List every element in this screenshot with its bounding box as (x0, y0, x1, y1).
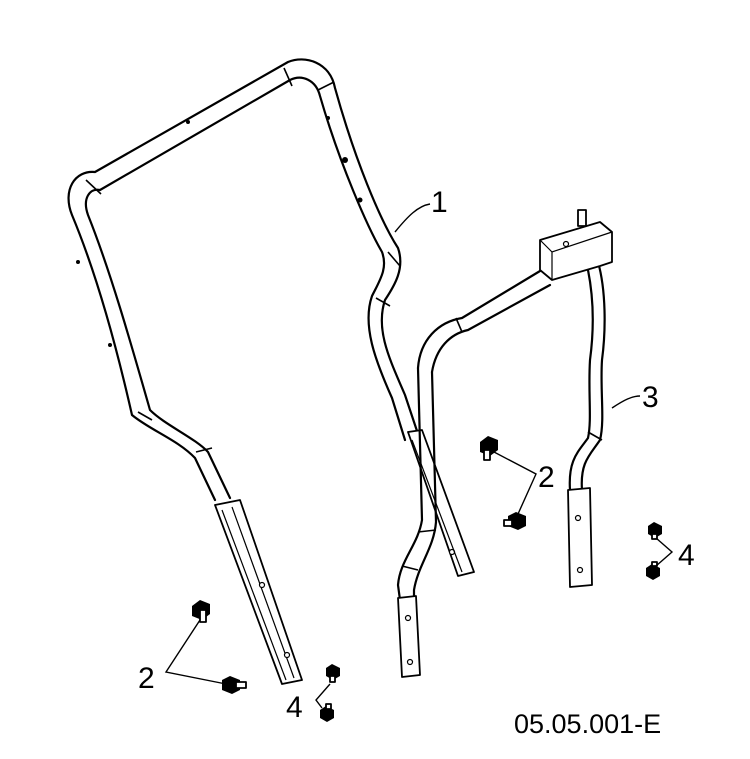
callout-2-left: 2 (138, 662, 155, 695)
nut-4-right-upper (648, 522, 662, 540)
part-3-lower-frame (396, 209, 613, 678)
callout-1: 1 (431, 186, 448, 219)
reference-code: 05.05.001-E (514, 709, 661, 739)
bolt-2-left-upper (192, 600, 210, 623)
callout-labels: 1 2 2 3 4 4 (138, 186, 695, 724)
bolt-2-mid-lower (503, 512, 526, 530)
callout-4-right: 4 (678, 539, 695, 572)
part-4-nuts (320, 522, 662, 722)
nut-4-left-lower (320, 703, 334, 722)
part-2-bolts (192, 436, 526, 694)
nut-4-right-lower (646, 561, 660, 580)
nut-4-left-upper (326, 664, 340, 683)
bolt-2-mid-upper (480, 436, 498, 461)
bolt-2-left-lower (222, 676, 247, 694)
leader-lines (164, 203, 674, 709)
callout-2-mid: 2 (538, 461, 555, 494)
callout-4-left: 4 (286, 691, 303, 724)
part-1-upper-handle (67, 58, 475, 685)
callout-3: 3 (642, 381, 659, 414)
